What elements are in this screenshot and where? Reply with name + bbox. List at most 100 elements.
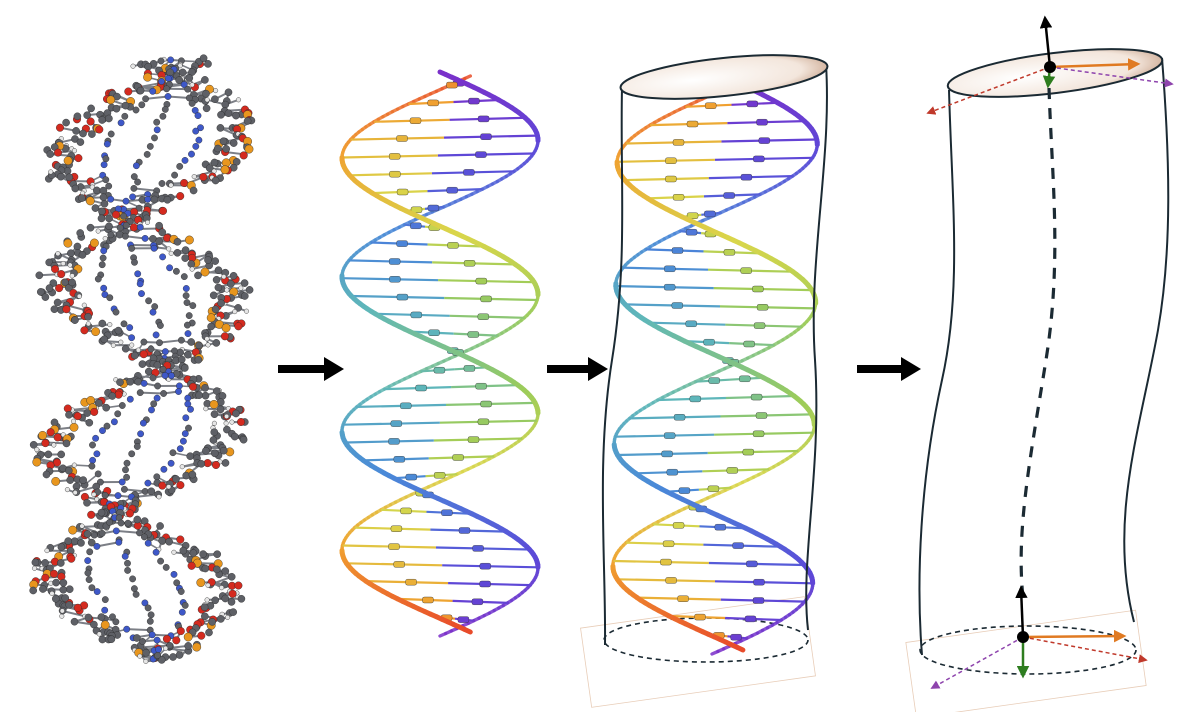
atom [114, 410, 122, 418]
atom [137, 653, 143, 659]
atom [173, 579, 181, 587]
atom [166, 642, 174, 649]
atom [121, 101, 130, 110]
atom [144, 604, 152, 612]
atom [39, 585, 47, 593]
nucleobase [480, 295, 492, 303]
elastic-rod-model [905, 15, 1174, 712]
atom [72, 127, 80, 135]
rod-centerline [1019, 87, 1057, 599]
atom [123, 459, 131, 467]
atom [101, 606, 109, 614]
atom [156, 494, 162, 500]
atom [185, 94, 193, 102]
nucleobase [405, 579, 417, 586]
atom [144, 62, 152, 71]
nucleobase [705, 102, 717, 109]
atom [150, 195, 159, 204]
nucleobase [409, 117, 422, 124]
atom [140, 379, 148, 387]
tube-right-edge [805, 63, 828, 631]
atom [188, 470, 197, 479]
atom [63, 404, 72, 413]
atom [147, 345, 155, 353]
atom [192, 642, 202, 652]
atom [79, 523, 85, 529]
atom [95, 399, 103, 407]
nucleobase [689, 395, 701, 403]
atom [159, 365, 167, 373]
nucleobase [396, 188, 409, 196]
atom [140, 338, 148, 346]
atom [136, 223, 144, 231]
atom [199, 172, 208, 181]
atom [223, 425, 231, 434]
atom [158, 78, 165, 85]
tube-left-edge [601, 87, 624, 646]
nucleobase [686, 212, 699, 219]
atom [161, 106, 169, 113]
atom [144, 219, 150, 225]
atom [204, 256, 212, 264]
atom [141, 234, 149, 242]
base-pairs [613, 82, 817, 641]
atom [144, 539, 152, 547]
atom [165, 537, 173, 546]
atom [112, 308, 120, 316]
atom [117, 519, 125, 527]
atom [210, 428, 219, 437]
atom [223, 420, 229, 426]
atom [130, 173, 138, 181]
atom [175, 651, 184, 659]
atom [98, 529, 106, 537]
atom [226, 280, 235, 288]
atom [182, 292, 190, 299]
atom [176, 535, 185, 544]
atom [184, 330, 192, 337]
nucleobase [672, 522, 685, 529]
atom [71, 184, 80, 193]
atom [45, 284, 54, 292]
atom [63, 238, 73, 248]
atom [63, 156, 73, 166]
atom [118, 402, 126, 409]
atom [61, 594, 69, 602]
atom [60, 261, 66, 267]
atom [132, 106, 140, 114]
nucleobase [743, 340, 755, 348]
atom [243, 117, 252, 125]
atom [136, 86, 145, 95]
atom [201, 384, 209, 392]
atom [201, 391, 210, 400]
atom [212, 275, 221, 284]
atom [65, 173, 74, 182]
atom [124, 87, 133, 96]
atom [195, 341, 203, 350]
atom [90, 407, 99, 416]
nucleobase [730, 634, 742, 641]
atom [100, 335, 109, 344]
atom [111, 210, 120, 219]
atom [153, 394, 161, 402]
atom [66, 476, 74, 484]
back-strand-segments [611, 76, 819, 656]
nucleobase [428, 329, 440, 336]
atom [176, 192, 185, 201]
atom [185, 312, 193, 319]
atom [120, 320, 128, 328]
atom [98, 116, 106, 124]
nucleobase [410, 206, 423, 214]
atom [232, 309, 238, 315]
nucleobase [726, 467, 738, 474]
nucleobase [472, 545, 484, 552]
atom [183, 632, 193, 642]
atom [178, 608, 186, 616]
atom [85, 418, 94, 427]
atom [176, 445, 184, 453]
atom [184, 400, 192, 408]
atom [99, 193, 108, 202]
atom [124, 567, 132, 574]
atom [118, 339, 124, 345]
atom [97, 478, 104, 486]
